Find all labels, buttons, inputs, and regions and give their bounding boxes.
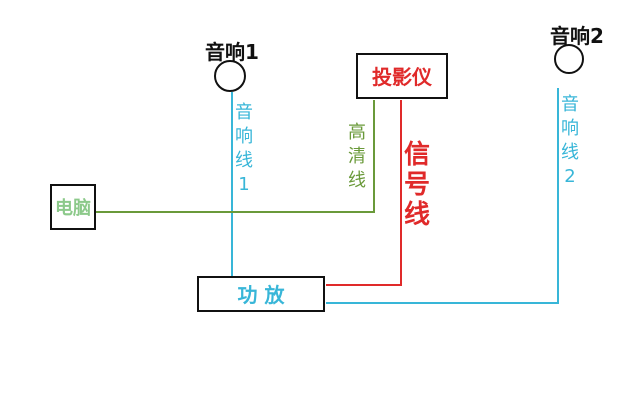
signal-cable-label: 信号线 [404,140,430,230]
cable-label-char: 高 [348,122,366,143]
cable-label-char: 线 [404,200,430,230]
amplifier-box [197,276,325,312]
speaker2-label: 音响2 [550,24,604,48]
cable-label-char: 线 [235,150,253,171]
hdmi-cable-line [96,100,375,213]
cable-label-char: 2 [564,166,575,187]
cable-label-char: 音 [561,94,579,115]
speaker-cable-2-line [326,88,559,304]
cable-label-char: 线 [348,170,366,191]
computer-label: 电脑 [55,197,91,219]
projector-label: 投影仪 [372,65,433,89]
hdmi-cable-label: 高清线 [348,122,366,191]
speaker-cable-2-label: 音响线 2 [561,94,579,187]
signal-cable-line [326,100,402,286]
cable-label-char: 线 [561,142,579,163]
cable-label-char: 响 [561,118,579,139]
cable-label-char: 音 [235,102,253,123]
speaker2-icon [554,44,584,74]
cable-label-char: 号 [404,170,430,200]
cable-label-char: 清 [348,146,366,167]
projector-box [356,53,448,99]
cable-label-char: 响 [235,126,253,147]
speaker-cable-1-label: 音响线 1 [235,102,253,195]
cable-label-char: 1 [238,174,249,195]
computer-box [50,184,96,230]
speaker1-icon [214,60,246,92]
amplifier-label: 功 放 [238,283,286,307]
speaker1-label: 音响1 [205,40,259,64]
cable-label-char: 信 [404,140,430,170]
